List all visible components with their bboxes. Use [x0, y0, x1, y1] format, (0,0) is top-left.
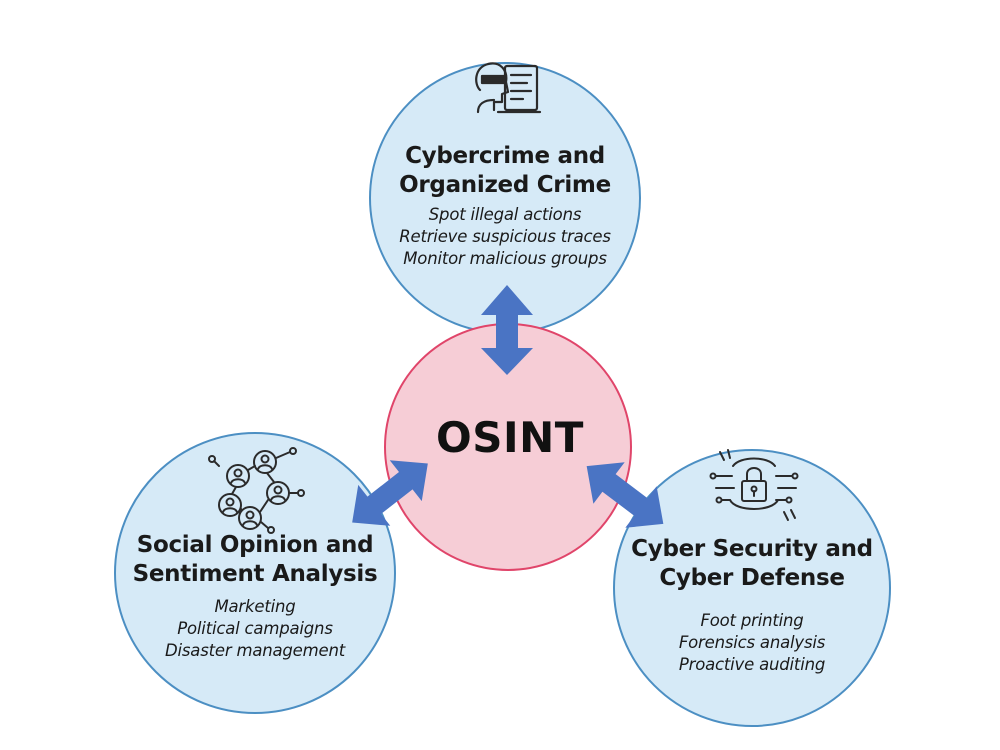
left-node-title-line2: Sentiment Analysis [132, 561, 378, 587]
arrow-right [586, 462, 664, 528]
social-network-icon [208, 447, 305, 534]
left-node-title: Social Opinion and Sentiment Analysis [115, 531, 395, 589]
top-node-items: Spot illegal actions Retrieve suspicious… [375, 204, 635, 270]
security-lock-icon [709, 449, 799, 521]
top-node-title-line1: Cybercrime and [405, 143, 605, 169]
right-node-title-line2: Cyber Defense [659, 565, 845, 591]
right-node-item: Foot printing [700, 611, 804, 630]
right-node-title: Cyber Security and Cyber Defense [612, 535, 892, 593]
left-node-circle [114, 432, 396, 714]
left-node-item: Disaster management [165, 641, 345, 660]
arrow-left [352, 460, 428, 526]
top-node-text: Cybercrime and Organized Crime Spot ille… [375, 142, 635, 270]
center-label: OSINT [436, 413, 584, 462]
top-node-item: Spot illegal actions [428, 205, 582, 224]
left-node-item: Political campaigns [177, 619, 333, 638]
right-node-item: Proactive auditing [678, 655, 826, 674]
right-node-text: Cyber Security and Cyber Defense Foot pr… [612, 535, 892, 676]
left-node-item: Marketing [214, 597, 296, 616]
left-node-title-line1: Social Opinion and [136, 532, 374, 558]
top-node-title-line2: Organized Crime [399, 172, 611, 198]
left-node-items: Marketing Political campaigns Disaster m… [115, 596, 395, 662]
right-node-title-line1: Cyber Security and [631, 536, 873, 562]
arrow-top [481, 285, 533, 375]
top-node-title: Cybercrime and Organized Crime [375, 142, 635, 200]
top-node-item: Retrieve suspicious traces [399, 227, 611, 246]
right-node-item: Forensics analysis [678, 633, 826, 652]
left-node-text: Social Opinion and Sentiment Analysis Ma… [115, 531, 395, 662]
top-node-item: Monitor malicious groups [403, 249, 607, 268]
hacker-computer-icon [475, 62, 542, 114]
right-node-circle [613, 449, 891, 727]
right-node-items: Foot printing Forensics analysis Proacti… [612, 610, 892, 676]
